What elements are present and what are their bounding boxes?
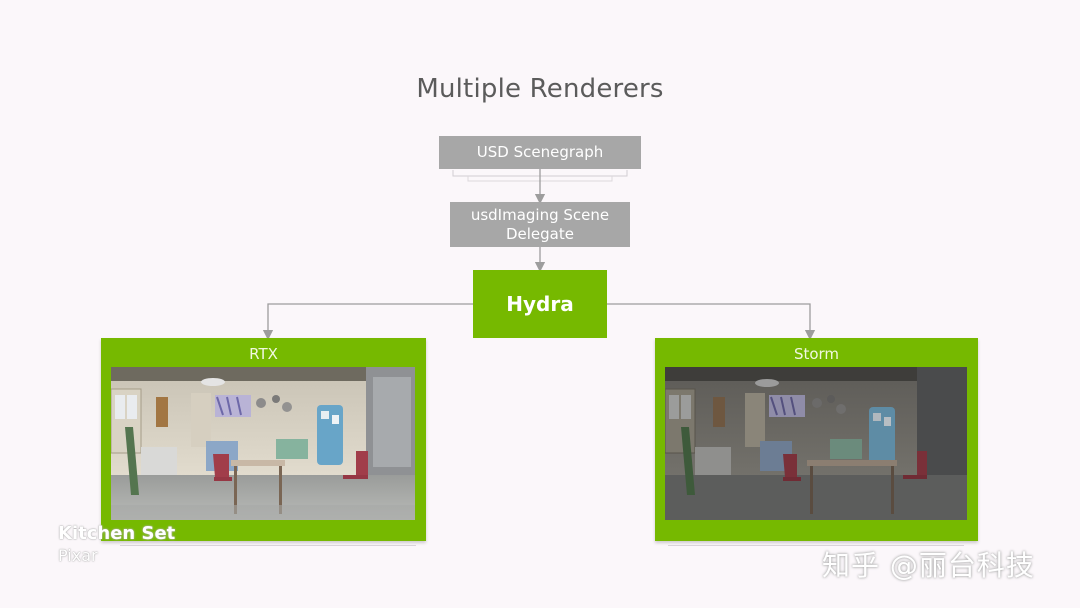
hydra-label: Hydra	[506, 292, 574, 316]
rtx-panel-shadow-line	[120, 545, 416, 546]
storm-kitchen-render	[665, 367, 967, 520]
slide-title: Multiple Renderers	[416, 74, 664, 104]
caption-line2: Pixar	[58, 546, 98, 565]
rtx-renderer-panel: RTX	[101, 338, 426, 541]
usd-scenegraph-node: USD Scenegraph	[439, 136, 641, 169]
storm-panel-shadow-line	[668, 545, 964, 546]
usdimaging-scene-delegate-node: usdImaging Scene Delegate	[450, 202, 630, 247]
usdimaging-label-line1: usdImaging Scene	[470, 205, 610, 224]
storm-label: Storm	[793, 345, 840, 363]
rtx-kitchen-render	[111, 367, 415, 520]
hydra-node: Hydra	[473, 270, 607, 338]
rtx-label: RTX	[249, 345, 278, 363]
usdimaging-label-line2: Delegate	[505, 224, 574, 243]
usd-scenegraph-label: USD Scenegraph	[476, 143, 604, 161]
hydra-to-rtx-arrow	[262, 303, 473, 341]
kitchen-set-caption: Kitchen Set Pixar	[58, 523, 175, 567]
caption-line1: Kitchen Set	[58, 523, 176, 544]
zhihu-watermark: 知乎 @丽台科技	[822, 549, 1035, 582]
storm-renderer-panel: Storm	[655, 338, 978, 541]
hydra-to-storm-arrow	[607, 303, 816, 341]
